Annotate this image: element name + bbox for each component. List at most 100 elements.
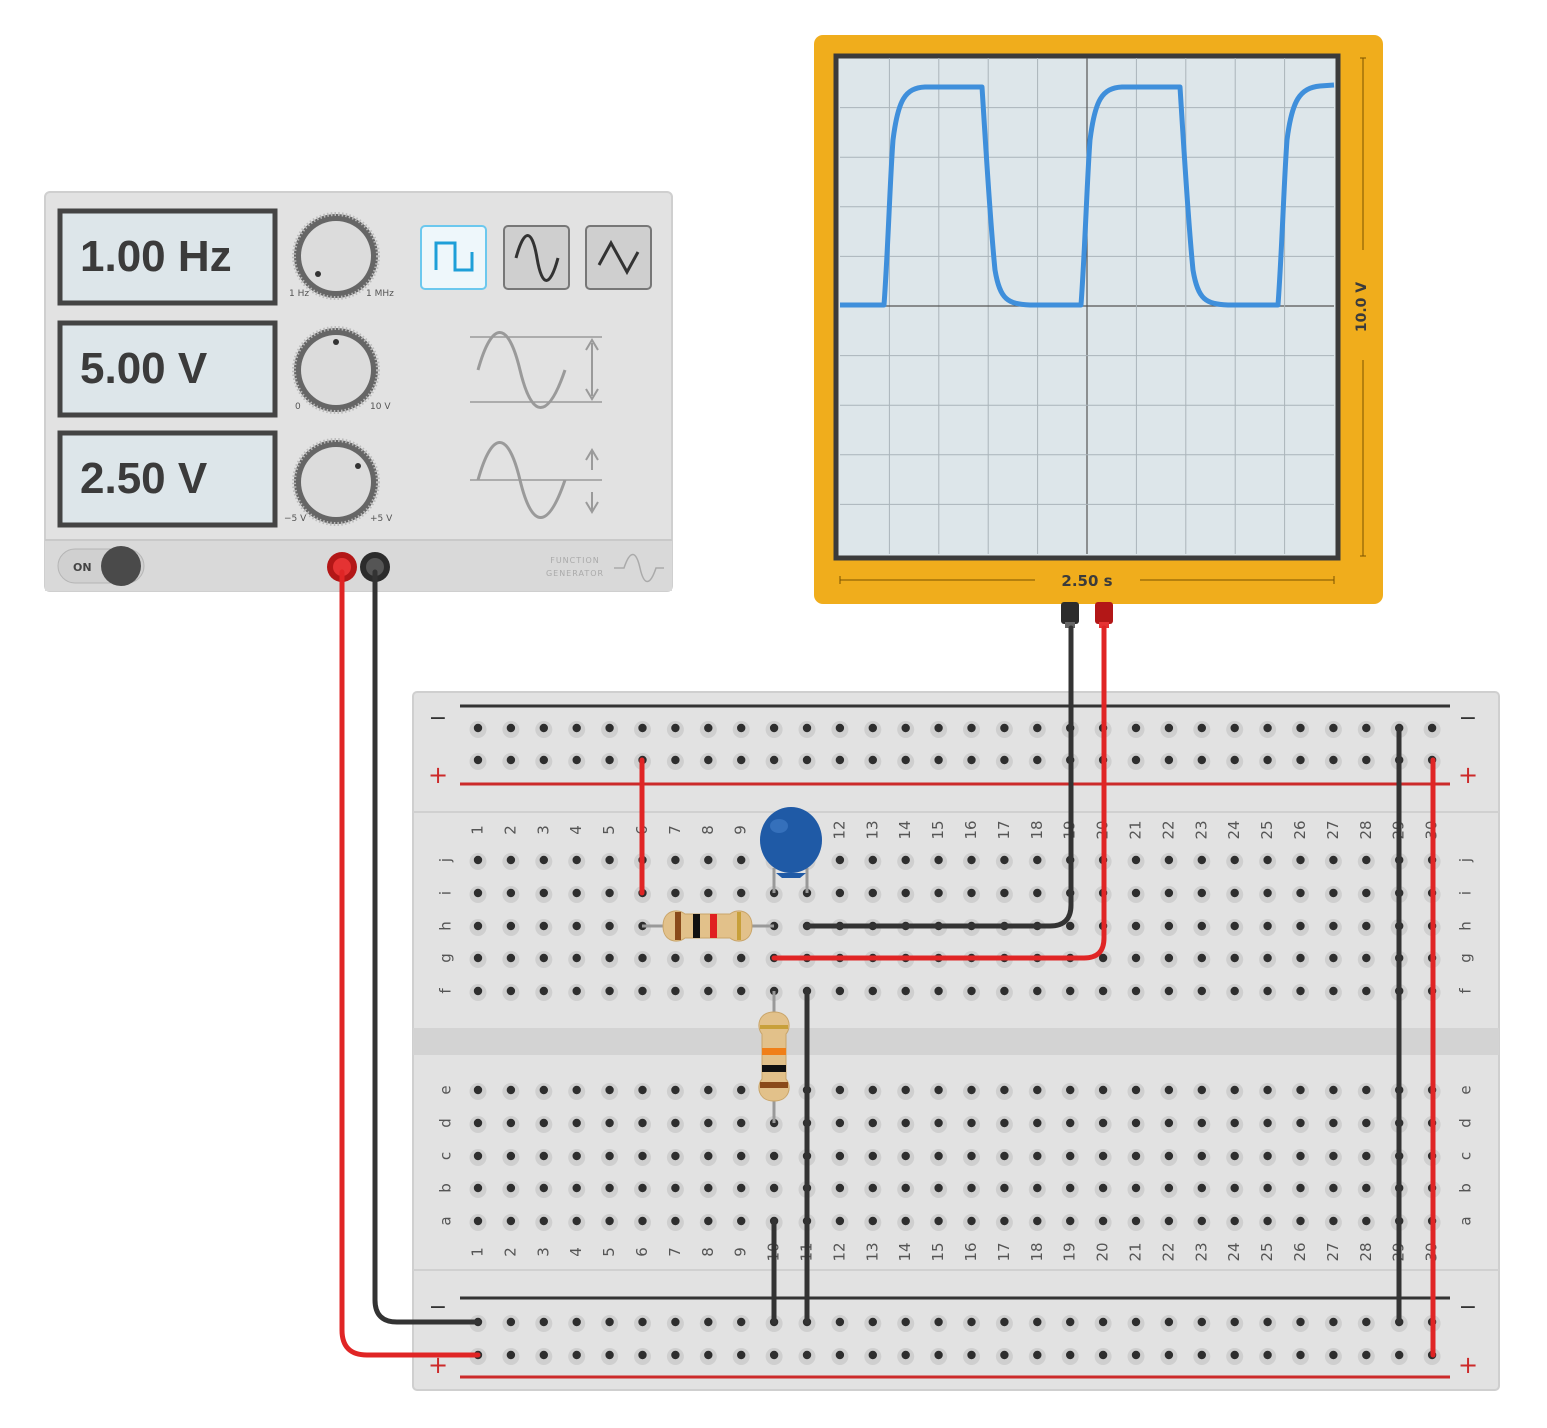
breadboard-hole[interactable] [1193, 721, 1211, 738]
breadboard-hole[interactable] [963, 1181, 980, 1198]
breadboard-hole[interactable] [1160, 1083, 1178, 1100]
breadboard-hole[interactable] [1259, 1214, 1277, 1231]
breadboard-hole[interactable] [963, 1315, 980, 1332]
breadboard-hole[interactable] [1028, 886, 1046, 903]
breadboard-hole[interactable] [1127, 919, 1145, 936]
breadboard-hole[interactable] [601, 1214, 619, 1231]
breadboard-hole[interactable] [831, 721, 849, 738]
breadboard-hole[interactable] [1324, 951, 1342, 968]
breadboard-hole[interactable] [1357, 886, 1375, 903]
breadboard-hole[interactable] [634, 951, 651, 968]
breadboard-hole[interactable] [1160, 753, 1178, 770]
breadboard-hole[interactable] [995, 1181, 1013, 1198]
breadboard-hole[interactable] [699, 1315, 717, 1332]
breadboard-hole[interactable] [666, 984, 684, 1001]
breadboard-hole[interactable] [1028, 853, 1046, 870]
breadboard-hole[interactable] [601, 1315, 619, 1332]
breadboard-hole[interactable] [1160, 1116, 1178, 1133]
breadboard-hole[interactable] [1357, 1116, 1375, 1133]
breadboard-hole[interactable] [732, 951, 750, 968]
breadboard-hole[interactable] [864, 1149, 882, 1166]
breadboard-hole[interactable] [995, 984, 1013, 1001]
breadboard-hole[interactable] [1028, 753, 1046, 770]
breadboard-hole[interactable] [1357, 1181, 1375, 1198]
breadboard-hole[interactable] [864, 753, 882, 770]
breadboard-hole[interactable] [699, 1214, 717, 1231]
breadboard-hole[interactable] [535, 1315, 553, 1332]
breadboard-hole[interactable] [995, 853, 1013, 870]
breadboard-hole[interactable] [1259, 1348, 1277, 1365]
breadboard-hole[interactable] [1259, 919, 1277, 936]
breadboard-hole[interactable] [831, 886, 849, 903]
breadboard-hole[interactable] [995, 1083, 1013, 1100]
breadboard-hole[interactable] [666, 1315, 684, 1332]
breadboard-hole[interactable] [1193, 1149, 1211, 1166]
breadboard-hole[interactable] [699, 1181, 717, 1198]
resistor-vertical[interactable] [758, 991, 790, 1123]
breadboard-hole[interactable] [1127, 1315, 1145, 1332]
breadboard-hole[interactable] [732, 721, 750, 738]
breadboard-hole[interactable] [765, 1181, 783, 1198]
breadboard-hole[interactable] [1127, 984, 1145, 1001]
breadboard-hole[interactable] [568, 753, 586, 770]
breadboard-hole[interactable] [469, 1116, 487, 1133]
breadboard-hole[interactable] [1324, 753, 1342, 770]
breadboard-hole[interactable] [601, 1181, 619, 1198]
breadboard-hole[interactable] [897, 1083, 915, 1100]
breadboard-hole[interactable] [1292, 1083, 1309, 1100]
breadboard-hole[interactable] [732, 1149, 750, 1166]
breadboard-hole[interactable] [1094, 1214, 1112, 1231]
breadboard-hole[interactable] [568, 1214, 586, 1231]
breadboard-hole[interactable] [897, 1214, 915, 1231]
breadboard-hole[interactable] [1324, 721, 1342, 738]
breadboard-hole[interactable] [666, 1149, 684, 1166]
breadboard-hole[interactable] [1193, 1083, 1211, 1100]
breadboard-hole[interactable] [1357, 1348, 1375, 1365]
breadboard-hole[interactable] [1094, 984, 1112, 1001]
breadboard-hole[interactable] [897, 1348, 915, 1365]
breadboard-hole[interactable] [568, 1116, 586, 1133]
breadboard-hole[interactable] [963, 753, 980, 770]
breadboard-hole[interactable] [666, 1116, 684, 1133]
breadboard-hole[interactable] [963, 1116, 980, 1133]
breadboard-hole[interactable] [634, 1214, 651, 1231]
breadboard-hole[interactable] [864, 1083, 882, 1100]
breadboard-hole[interactable] [1226, 1149, 1244, 1166]
breadboard-hole[interactable] [1160, 1181, 1178, 1198]
breadboard-hole[interactable] [666, 886, 684, 903]
breadboard-hole[interactable] [864, 1348, 882, 1365]
breadboard-hole[interactable] [1061, 1181, 1079, 1198]
breadboard-hole[interactable] [897, 1116, 915, 1133]
breadboard-hole[interactable] [1226, 984, 1244, 1001]
breadboard-hole[interactable] [963, 1214, 980, 1231]
breadboard-hole[interactable] [634, 721, 651, 738]
breadboard-hole[interactable] [502, 1116, 520, 1133]
breadboard-hole[interactable] [535, 1083, 553, 1100]
breadboard-hole[interactable] [930, 1116, 948, 1133]
breadboard-hole[interactable] [568, 919, 586, 936]
breadboard-hole[interactable] [535, 1348, 553, 1365]
breadboard-hole[interactable] [1357, 1315, 1375, 1332]
breadboard-hole[interactable] [601, 1116, 619, 1133]
breadboard-hole[interactable] [930, 1083, 948, 1100]
breadboard-hole[interactable] [1193, 853, 1211, 870]
breadboard-hole[interactable] [1324, 853, 1342, 870]
breadboard-hole[interactable] [1127, 1116, 1145, 1133]
waveform-sine-button[interactable] [503, 225, 570, 290]
breadboard-hole[interactable] [634, 1149, 651, 1166]
breadboard-hole[interactable] [601, 951, 619, 968]
breadboard-hole[interactable] [535, 919, 553, 936]
breadboard-hole[interactable] [1028, 984, 1046, 1001]
breadboard-hole[interactable] [634, 984, 651, 1001]
waveform-triangle-button[interactable] [585, 225, 652, 290]
breadboard-hole[interactable] [1226, 853, 1244, 870]
breadboard-hole[interactable] [568, 951, 586, 968]
breadboard-hole[interactable] [732, 753, 750, 770]
breadboard-hole[interactable] [601, 753, 619, 770]
breadboard-hole[interactable] [1193, 1315, 1211, 1332]
breadboard-hole[interactable] [1357, 853, 1375, 870]
breadboard-hole[interactable] [798, 721, 816, 738]
breadboard-hole[interactable] [469, 1181, 487, 1198]
breadboard-hole[interactable] [930, 753, 948, 770]
breadboard-hole[interactable] [1127, 1149, 1145, 1166]
